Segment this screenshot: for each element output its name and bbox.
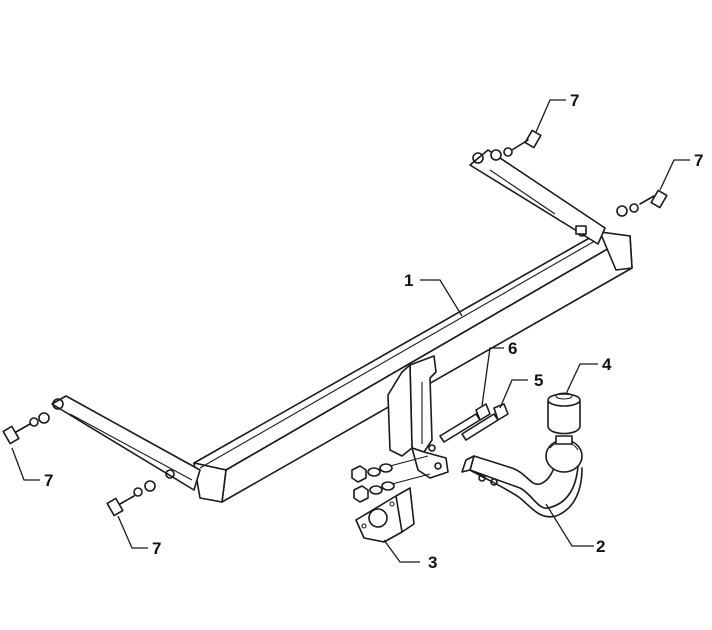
- leader-lines: [11, 99, 690, 563]
- callout-5: 5: [534, 371, 543, 390]
- callout-4: 4: [602, 355, 612, 374]
- callout-7-right: 7: [694, 151, 703, 170]
- ball-cap: [547, 392, 581, 435]
- callout-7-left: 7: [44, 471, 53, 490]
- tow-bar-frame: [51, 149, 633, 503]
- bolt-set-left: [2, 412, 50, 445]
- callout-3: 3: [428, 553, 437, 572]
- bolt-set-top-left: [490, 129, 542, 161]
- bolt-set-bottom-left: [106, 480, 156, 517]
- callout-2: 2: [596, 537, 605, 556]
- callout-1: 1: [404, 271, 413, 290]
- long-bolt: [439, 403, 491, 443]
- ball-neck: [461, 435, 583, 518]
- callout-7-top: 7: [570, 91, 579, 110]
- bracket-fasteners: [351, 455, 431, 503]
- callout-7-bottom: 7: [152, 539, 161, 558]
- socket-plate: [355, 487, 415, 543]
- callout-6: 6: [508, 339, 517, 358]
- bolt-set-top-right: [616, 189, 668, 217]
